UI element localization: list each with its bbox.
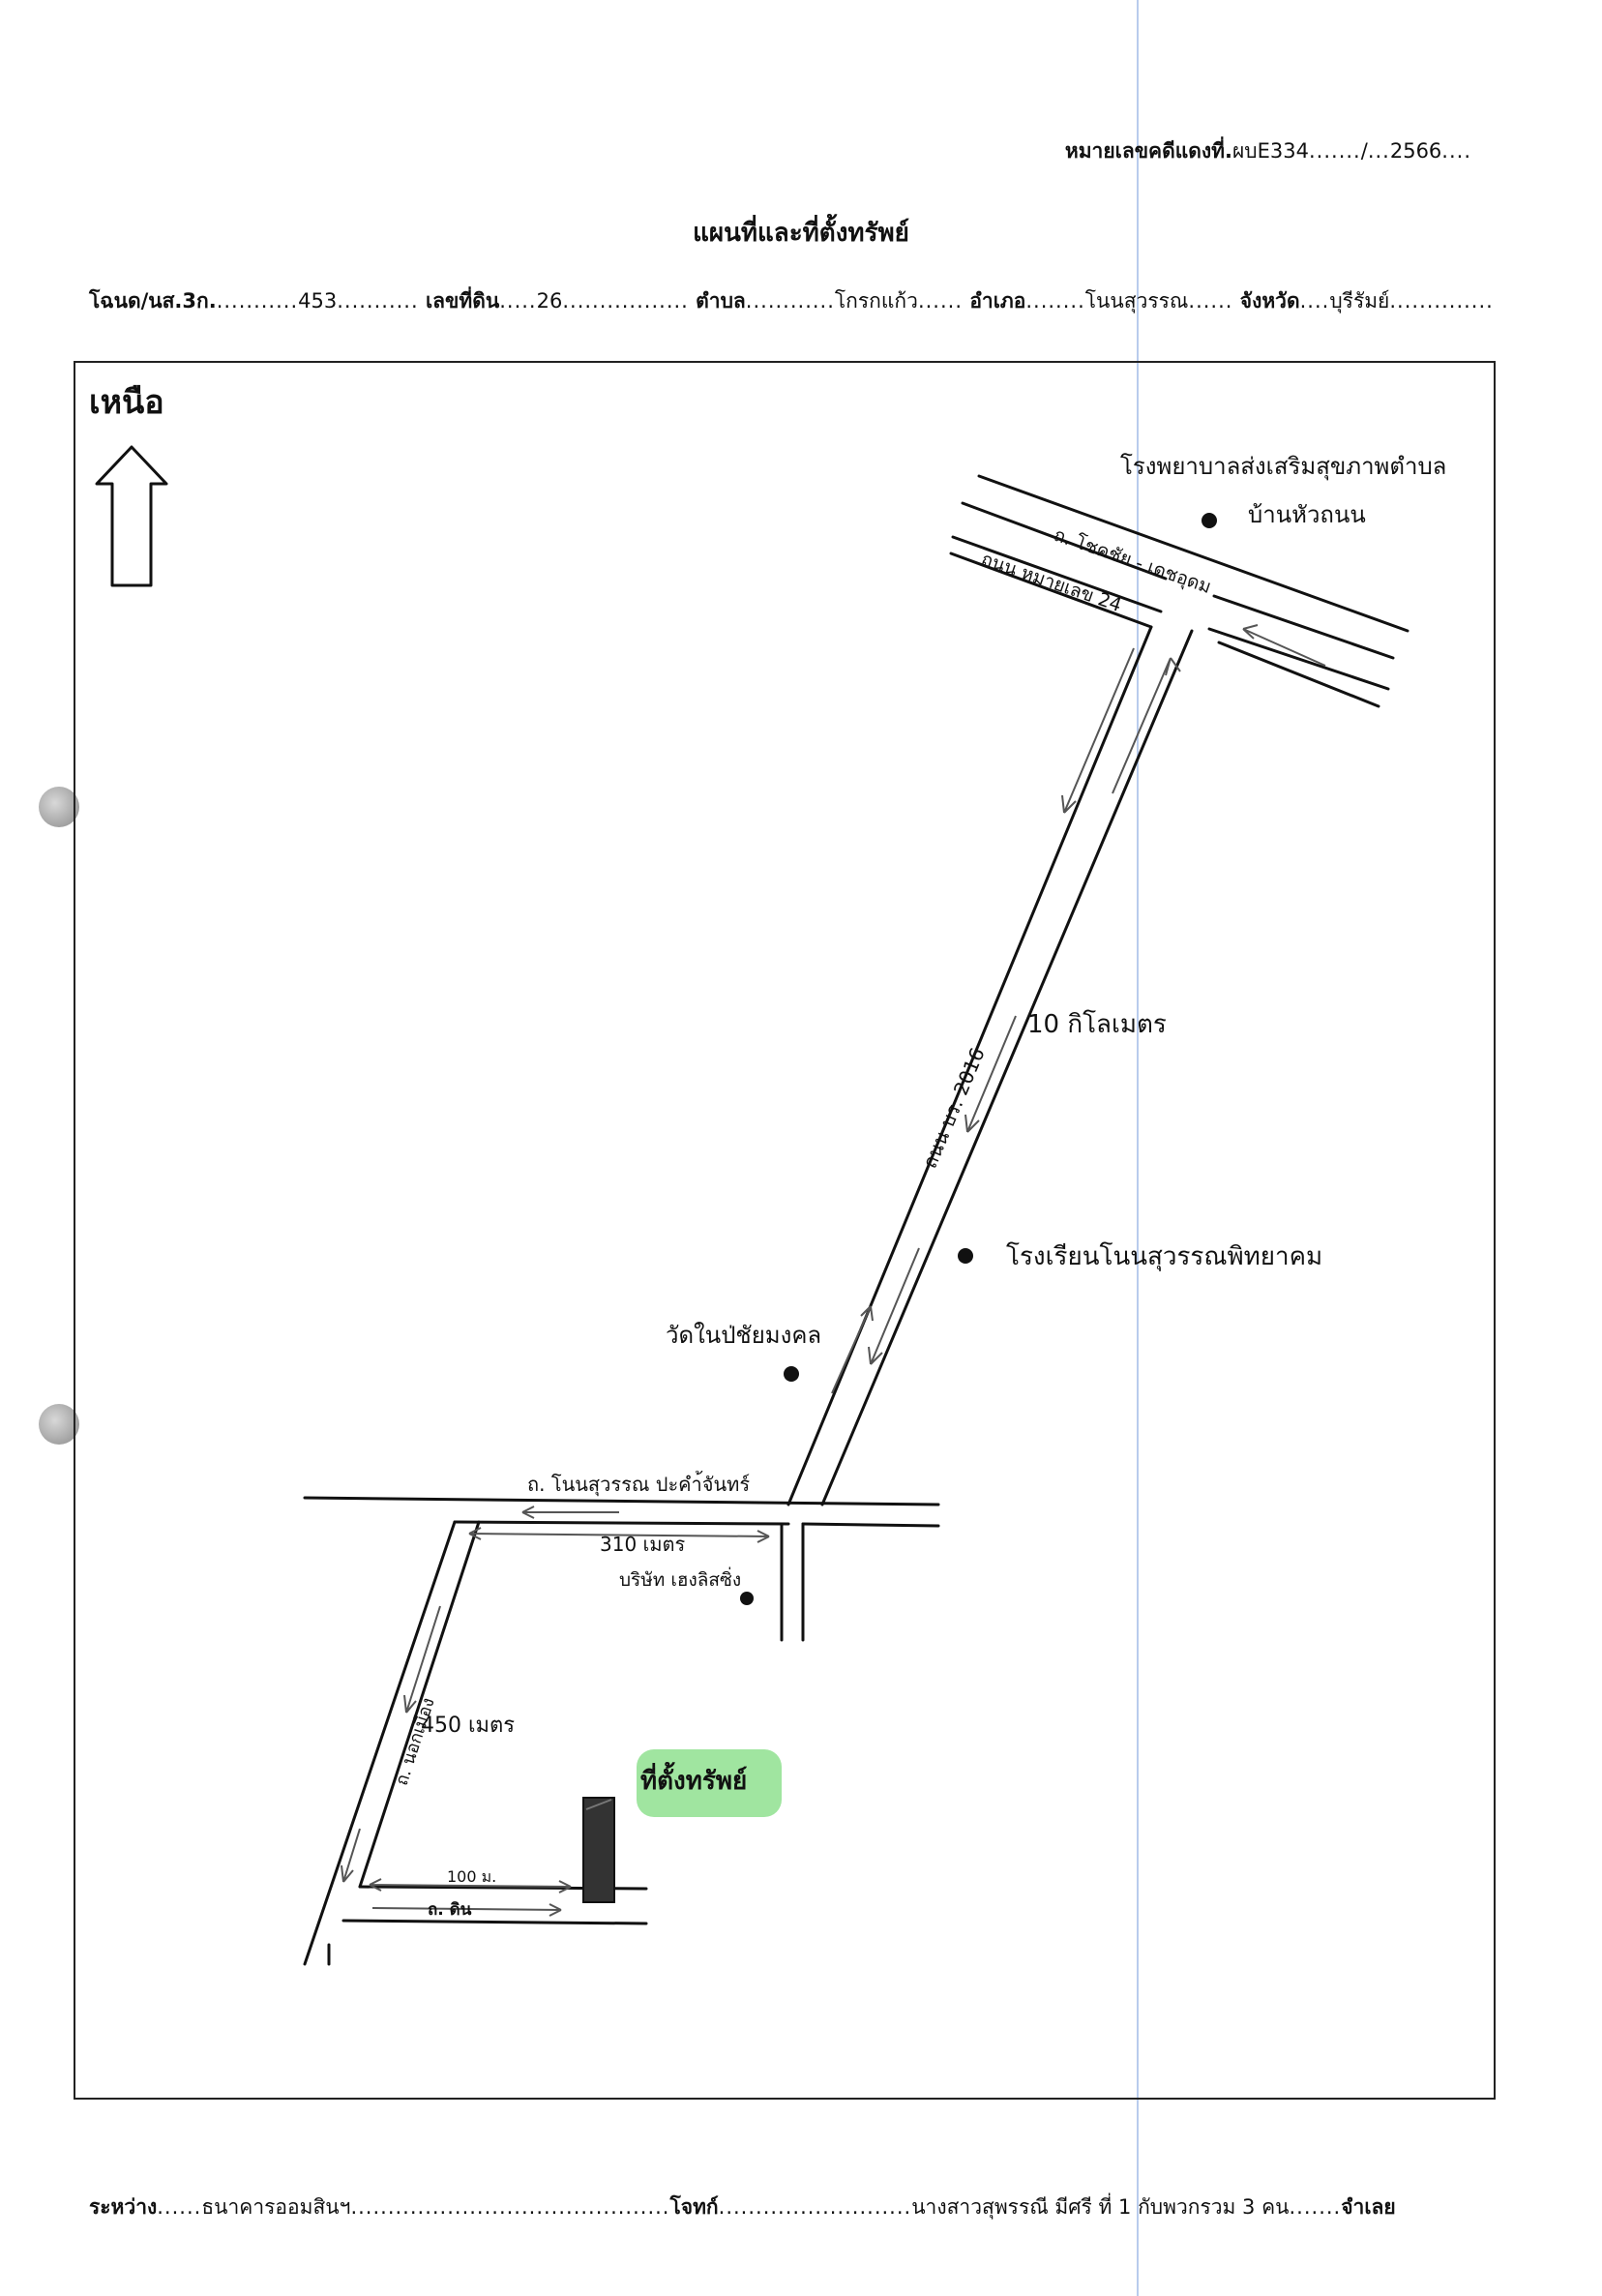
defendant-name: นางสาวสุพรรณี มีศรี ที่ 1 กับพวกรวม 3 คน — [911, 2195, 1290, 2219]
deed-label: โฉนด/นส.3ก. — [89, 289, 217, 313]
road-bottom-lower-edge-left — [453, 1520, 790, 1526]
highway-top-line-4 — [949, 552, 1380, 708]
land-no-label: เลขที่ดิน — [425, 289, 500, 313]
province-value: บุรีรัมย์ — [1329, 289, 1390, 313]
land-no-value: 26 — [536, 289, 563, 313]
road-left-outer — [303, 1520, 457, 1966]
plot-info-line: โฉนด/นส.3ก............453........... เลข… — [89, 289, 1494, 313]
temple-dot — [784, 1366, 799, 1382]
subdistrict-label: ตำบล — [696, 289, 746, 313]
north-arrow-icon — [95, 445, 168, 587]
binder-hole-top — [39, 787, 79, 827]
hospital-dot — [1202, 513, 1217, 528]
between-label: ระหว่าง — [89, 2195, 158, 2219]
map-label-hospital-village: บ้านหัวถนน — [1248, 501, 1366, 528]
highway-top-line-3 — [951, 535, 1390, 691]
case-label: หมายเลขคดีแดงที่. — [1064, 139, 1232, 163]
highway-top-line-1 — [977, 474, 1409, 633]
road-small-bottom — [341, 1919, 648, 1925]
map-frame — [74, 361, 1496, 2100]
road-2016-right — [820, 629, 1194, 1506]
property-highlight — [637, 1749, 782, 1817]
binder-hole-bottom — [39, 1404, 79, 1445]
company-dot — [740, 1592, 754, 1605]
road-bottom-lower-edge-right — [801, 1522, 940, 1528]
map-label-100m: 100 ม. — [447, 1867, 497, 1886]
footer-parties-line: ระหว่าง......ธนาคารออมสินฯ..............… — [89, 2195, 1396, 2219]
district-value: โนนสุวรรณ — [1084, 289, 1189, 313]
page-fold-line — [1137, 0, 1139, 2296]
case-number: ผบE334 — [1232, 139, 1309, 163]
district-label: อำเภอ — [969, 289, 1026, 313]
direction-arrows — [341, 624, 1326, 1917]
defendant-label: จำเลย — [1341, 2195, 1396, 2219]
subdistrict-value: โกรกแก้ว — [834, 289, 918, 313]
province-label: จังหวัด — [1239, 289, 1300, 313]
plaintiff-label: โจทก์ — [669, 2195, 719, 2219]
map-label-450m: 450 เมตร — [421, 1714, 516, 1738]
case-number-line: หมายเลขคดีแดงที่.ผบE334......./...2566..… — [1064, 139, 1471, 163]
map-label-road-bottom: ถ. โนนสุวรรณ ปะคำ้จันทร์ — [527, 1473, 751, 1496]
map-label-distance-10km: 10 กิโลเมตร — [1027, 1010, 1167, 1039]
school-dot — [958, 1248, 973, 1264]
map-label-hospital: โรงพยาบาลส่งเสริมสุขภาพตำบล — [1120, 453, 1447, 480]
road-left-inner — [358, 1520, 481, 1889]
map-label-property: ที่ตั้งทรัพย์ — [640, 1767, 748, 1796]
map-label-company: บริษัท เฮงลิสซิ่ง — [619, 1569, 742, 1591]
map-label-temple: วัดในป่ชัยมงคล — [666, 1322, 822, 1349]
property-marker — [582, 1797, 615, 1903]
page-title: แผนที่และที่ตั้งทรัพย์ — [693, 219, 909, 248]
road-2016-left — [786, 625, 1153, 1506]
plaintiff-name: ธนาคารออมสินฯ — [201, 2195, 351, 2219]
road-bottom-top-edge — [303, 1496, 940, 1506]
highway-top-line-2 — [961, 501, 1395, 660]
property-hatch — [585, 1799, 612, 1810]
map-label-road-small: ถ. ดิน — [428, 1900, 472, 1920]
case-year: 2566 — [1389, 139, 1442, 163]
map-label-310m: 310 เมตร — [600, 1533, 686, 1556]
deed-value: 453 — [298, 289, 338, 313]
map-label-school: โรงเรียนโนนสุวรรณพิทยาคม — [1006, 1242, 1323, 1271]
case-separator: / — [1360, 139, 1368, 163]
north-label: เหนือ — [89, 383, 164, 422]
